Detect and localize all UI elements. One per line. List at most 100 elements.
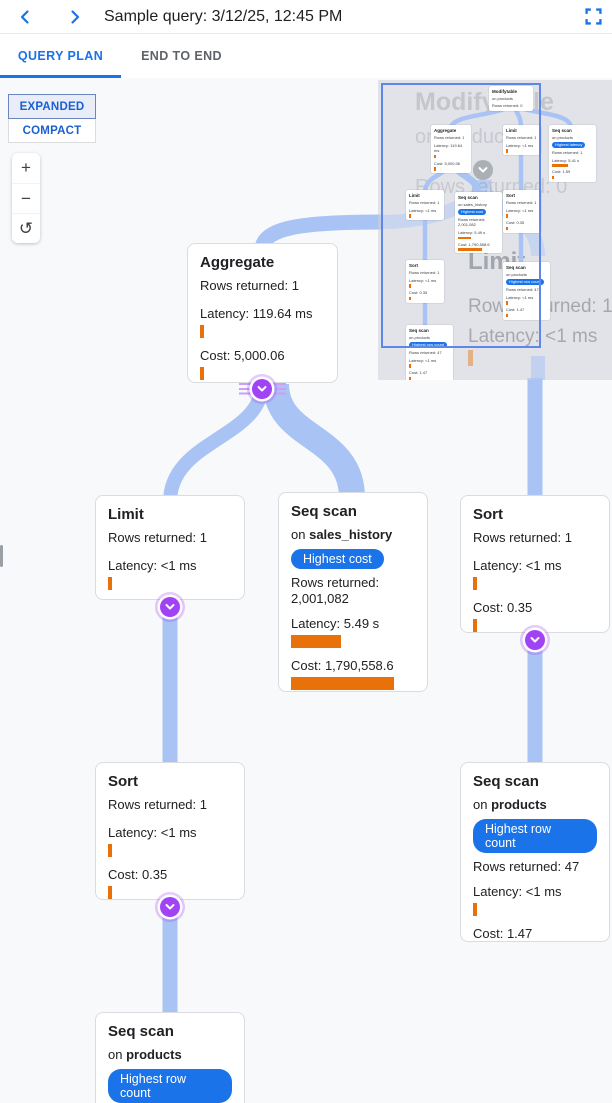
highest-cost-badge: Highest cost xyxy=(291,549,384,569)
minimap-rows: Rows returned: 2,001,082 xyxy=(458,216,486,228)
collapse-chevron-button[interactable] xyxy=(160,897,180,917)
edge-scroll-handle[interactable] xyxy=(0,545,3,567)
minimap-table-ref: on products xyxy=(409,334,430,340)
minimap-cost-bar xyxy=(434,167,436,171)
minimap-table-ref: on sales_history xyxy=(458,201,487,207)
compact-toggle-button[interactable]: COMPACT xyxy=(8,118,96,143)
table-ref: on products xyxy=(473,797,547,812)
minimap-node-seq-scan-products-left: Seq scan on products Highest row count R… xyxy=(406,325,453,380)
cost: Cost: 5,000.06 xyxy=(200,348,285,363)
node-title: Aggregate xyxy=(200,254,275,271)
minimap-node-seq-scan-products-center: Seq scan on products Highest row count R… xyxy=(503,262,550,320)
plan-node-aggregate[interactable]: Aggregate Rows returned: 1 Latency: 119.… xyxy=(187,243,338,383)
cost: Cost: 1,790,558.6 xyxy=(291,658,394,673)
collapse-chevron-button[interactable] xyxy=(160,597,180,617)
minimap-viewport-rectangle[interactable] xyxy=(381,83,541,348)
minimap-cost-bar xyxy=(506,226,508,230)
minimap-latency-bar xyxy=(506,301,508,305)
plan-node-seq-scan-products-bottom[interactable]: Seq scan on products Highest row count R… xyxy=(95,1012,245,1103)
minimap-node-title: Limit xyxy=(409,192,420,198)
rows-returned: Rows returned: 1 xyxy=(108,530,207,545)
tab-bar: QUERY PLAN END TO END xyxy=(0,34,612,78)
plan-node-seq-scan-products-right[interactable]: Seq scan on products Highest row count R… xyxy=(460,762,610,942)
plan-node-limit[interactable]: Limit Rows returned: 1 Latency: <1 ms xyxy=(95,495,245,600)
latency: Latency: <1 ms xyxy=(473,558,562,573)
minimap-cost: Cost: 1.47 xyxy=(409,370,428,375)
page-title: Sample query: 3/12/25, 12:45 PM xyxy=(104,8,343,25)
minimap-node-title: Sort xyxy=(506,192,515,198)
minimap-highest-latency-badge: Highest latency xyxy=(552,141,586,148)
minimap-cost: Cost: 0.35 xyxy=(409,290,428,295)
minimap-rows: Rows returned: 1 xyxy=(409,269,440,275)
plan-node-sort-right[interactable]: Sort Rows returned: 1 Latency: <1 ms Cos… xyxy=(460,495,610,633)
zoom-controls: + − ↺ xyxy=(12,153,40,243)
tab-query-plan[interactable]: QUERY PLAN xyxy=(0,34,121,78)
chevron-down-icon xyxy=(530,637,540,643)
minimap-latency-bar xyxy=(458,236,471,239)
minimap-rows: Rows returned: 47 xyxy=(506,286,539,292)
minimap-node-aggregate: Aggregate Rows returned: 1 Latency: 119.… xyxy=(431,125,471,173)
minimap-node-seq-scan-latency: Seq scan on products Highest latency Row… xyxy=(549,125,596,182)
minimap-cost-bar xyxy=(552,175,554,179)
table-ref: on products xyxy=(108,1047,182,1062)
minimap-latency: Latency: <1 ms xyxy=(506,294,534,300)
zoom-in-button[interactable]: + xyxy=(12,153,40,183)
ghost-chevron-icon xyxy=(473,160,493,180)
minimap-cost: Cost: 5,000.06 xyxy=(434,160,461,166)
rows-returned: Rows returned: 1 xyxy=(108,797,207,812)
rows-returned: Rows returned: 1 xyxy=(473,530,572,545)
reset-view-button[interactable]: ↺ xyxy=(12,213,40,243)
minimap-latency-bar xyxy=(552,164,568,167)
collapse-chevron-button[interactable] xyxy=(252,379,272,399)
minimap-latency-bar xyxy=(409,284,411,288)
rows-returned: Rows returned: 2,001,082 xyxy=(291,575,380,606)
minimap-rows: Rows returned: 1 xyxy=(434,134,465,140)
minimap-latency: Latency: 119.64 ms xyxy=(434,142,463,154)
latency: Latency: <1 ms xyxy=(473,884,562,899)
minimap-cost: Cost: 0.35 xyxy=(506,220,525,225)
minimap-latency: Latency: <1 ms xyxy=(506,142,534,148)
tab-end-to-end[interactable]: END TO END xyxy=(141,49,222,63)
cost-bar xyxy=(108,886,112,899)
minimap-cost: Cost: 1,790,558.6 xyxy=(458,241,490,247)
minimap-latency-bar xyxy=(434,154,436,158)
minimap-node-limit-top: Limit Rows returned: 1 Latency: <1 ms xyxy=(503,125,541,155)
minimap-latency-bar xyxy=(409,364,411,368)
minimap-latency: Latency: 5.41 s xyxy=(552,157,580,163)
collapse-chevron-button[interactable] xyxy=(525,630,545,650)
minimap-node-seq-scan-sales: Seq scan on sales_history Highest cost R… xyxy=(455,192,502,253)
zoom-out-button[interactable]: − xyxy=(12,183,40,213)
minimap-cost-bar xyxy=(409,376,411,380)
minimap-node-title: Seq scan xyxy=(409,327,429,333)
minimap-node-modifytable: Modifytable on products Rows returned: 0 xyxy=(489,86,533,111)
minimap-table-ref: on products xyxy=(492,95,513,101)
plan-node-sort-left[interactable]: Sort Rows returned: 1 Latency: <1 ms Cos… xyxy=(95,762,245,900)
latency: Latency: <1 ms xyxy=(108,825,197,840)
minimap-rows: Rows returned: 47 xyxy=(409,349,442,355)
minimap-node-title: Seq scan xyxy=(458,194,478,200)
back-chevron-icon[interactable] xyxy=(16,8,34,26)
minimap-rows: Rows returned: 1 xyxy=(552,149,583,155)
minimap-node-sort-center: Sort Rows returned: 1 Latency: <1 ms Cos… xyxy=(503,190,541,233)
minimap-table-ref: on products xyxy=(506,271,527,277)
minimap-table-ref: on products xyxy=(552,134,573,140)
fullscreen-icon[interactable] xyxy=(584,8,602,26)
minimap-node-title: Sort xyxy=(409,262,418,268)
minimap-highest-cost-badge: Highest cost xyxy=(458,208,487,215)
highest-row-count-badge: Highest row count xyxy=(473,819,597,853)
node-title: Sort xyxy=(473,506,503,523)
minimap-node-title: Seq scan xyxy=(506,264,526,270)
node-title: Seq scan xyxy=(473,773,539,790)
query-plan-canvas[interactable]: Aggregate Rows returned: 1 Latency: 119.… xyxy=(0,78,612,1103)
forward-chevron-icon[interactable] xyxy=(66,8,84,26)
minimap-latency: Latency: <1 ms xyxy=(506,207,534,213)
minimap-panel[interactable]: Modifytable on products Rows returned: 0… xyxy=(378,80,612,380)
latency: Latency: 119.64 ms xyxy=(200,306,313,321)
chevron-down-icon xyxy=(165,604,175,610)
minimap-cost-bar xyxy=(506,313,508,317)
expanded-toggle-button[interactable]: EXPANDED xyxy=(8,94,96,119)
minimap-node-title: Seq scan xyxy=(552,127,572,133)
ghost-latency-bar xyxy=(468,350,473,366)
plan-node-seq-scan-sales-history[interactable]: Seq scan on sales_history Highest cost R… xyxy=(278,492,428,692)
node-title: Seq scan xyxy=(291,503,357,520)
